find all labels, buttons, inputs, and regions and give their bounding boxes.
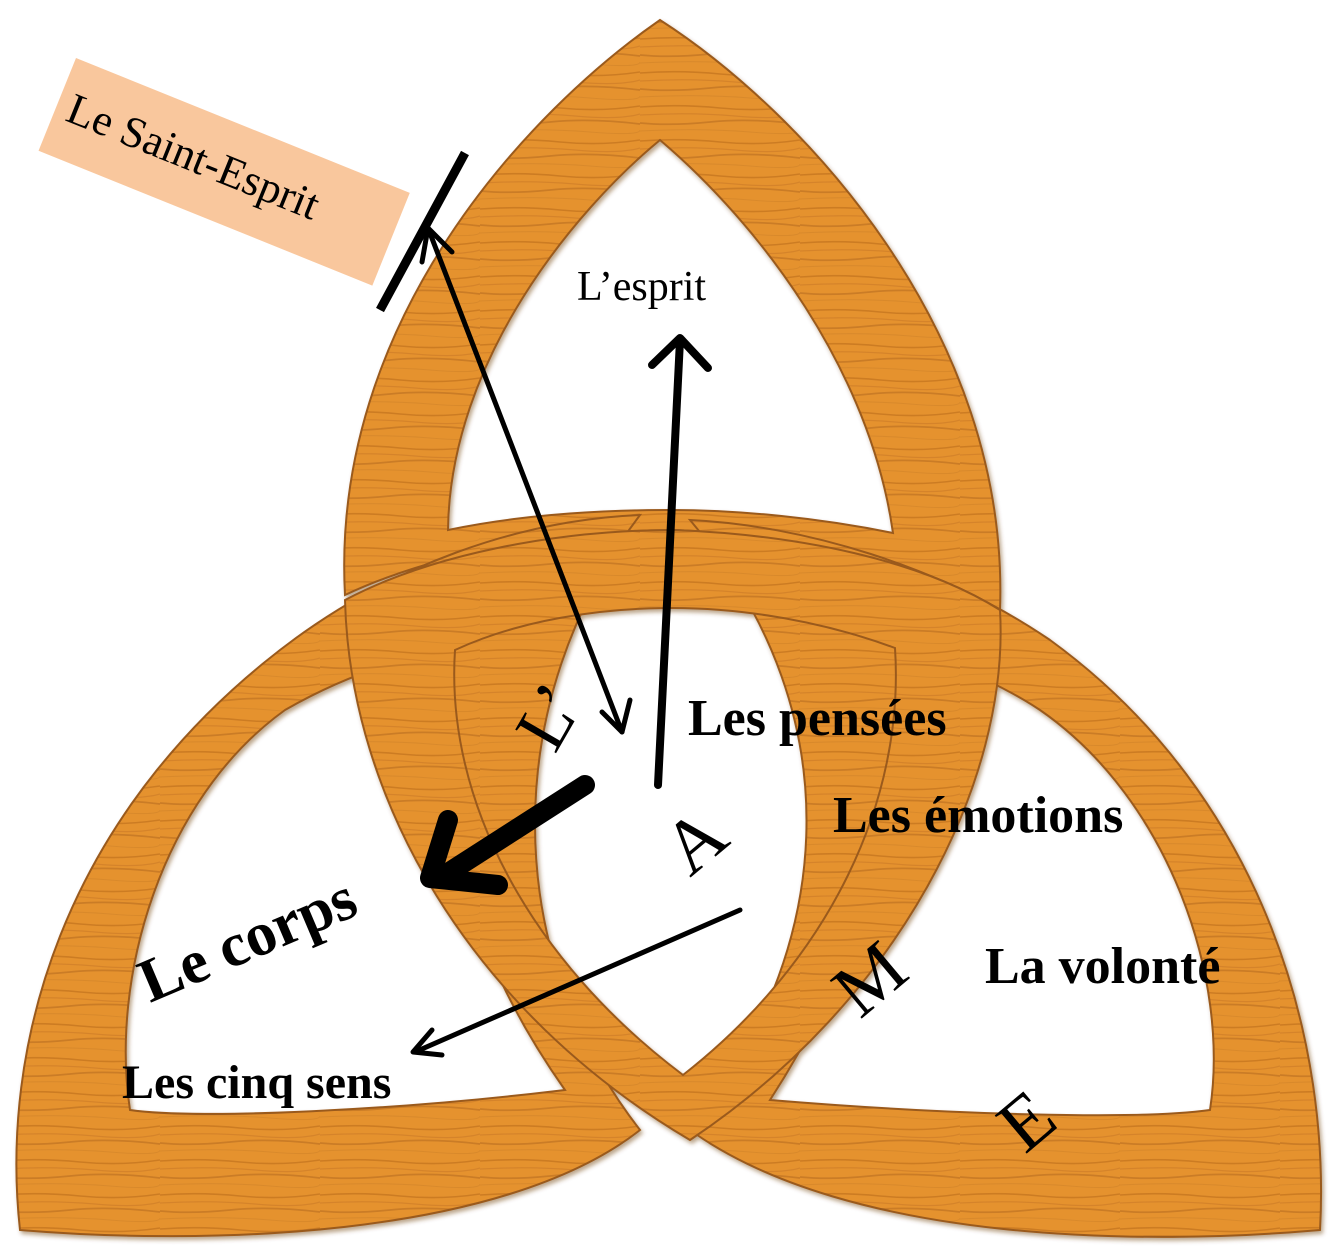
- saint-esprit-box-bg: [38, 58, 410, 286]
- center-overlap-band: [343, 528, 1002, 1142]
- pensees-label: Les pensées: [688, 690, 947, 747]
- triquetra-knot: [15, 18, 1323, 1238]
- arrowhead-saint-esprit: [419, 225, 455, 265]
- arrow-to-cinq-sens: [412, 907, 743, 1055]
- volonte-label: La volonté: [985, 938, 1220, 995]
- arrow-to-corps: [430, 775, 595, 888]
- esprit-label: L’esprit: [577, 264, 706, 310]
- arrowhead-esprit: [648, 334, 712, 372]
- cinq-sens-label: Les cinq sens: [122, 1056, 391, 1109]
- barrier-line: [376, 150, 469, 313]
- arrow-to-esprit: [654, 336, 684, 789]
- saint-esprit-box: Le Saint-Esprit: [38, 58, 410, 286]
- emotions-label: Les émotions: [833, 787, 1123, 844]
- arrowhead-corps: [420, 810, 508, 895]
- arrow-soul-saint-esprit: [425, 225, 625, 735]
- arrowhead-cinq-sens: [410, 1027, 445, 1058]
- ame-letter-a: A: [647, 791, 743, 891]
- arrows: [410, 225, 743, 1058]
- arrowhead-soul-top: [599, 697, 633, 735]
- corps-label: Le corps: [129, 864, 366, 1016]
